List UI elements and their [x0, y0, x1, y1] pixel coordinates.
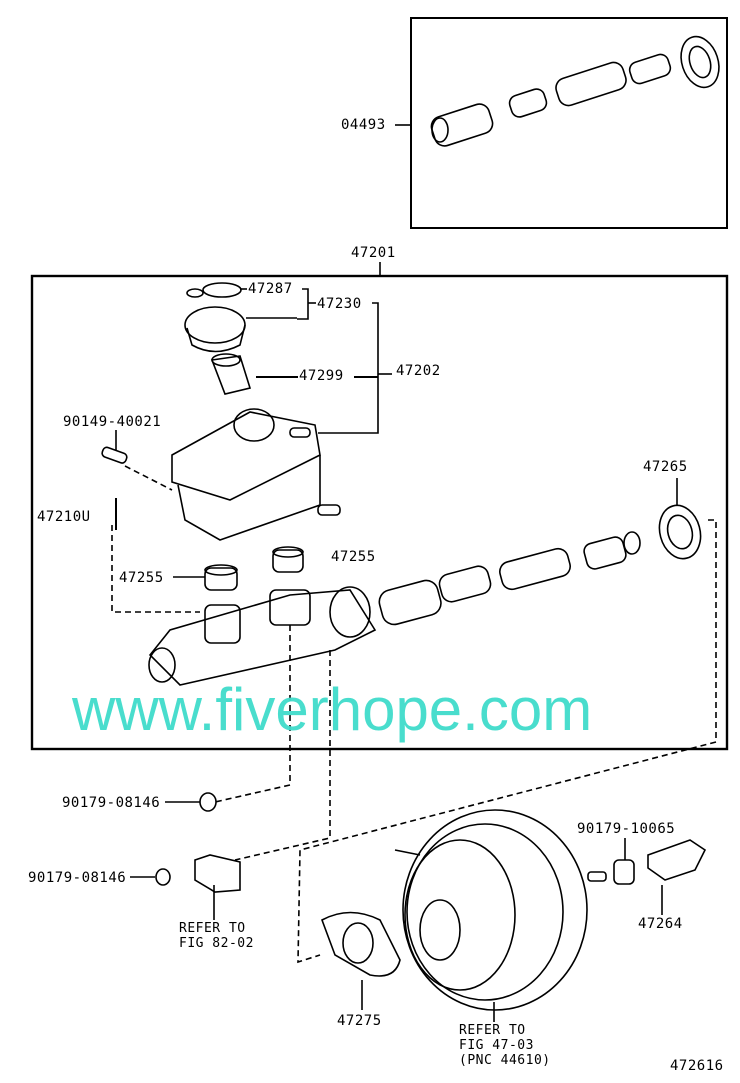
label-booster-nut[interactable]: 90179-10065 [577, 821, 676, 837]
label-gasket-cap[interactable]: 47287 [248, 281, 293, 297]
label-assembly[interactable]: 47201 [351, 245, 396, 261]
dashed-assembly-lines [111, 465, 717, 964]
label-cap-assy[interactable]: 47230 [317, 296, 362, 312]
assembly-box [30, 274, 729, 751]
label-grommet-b[interactable]: 47255 [331, 549, 376, 565]
label-bracket[interactable]: 47264 [638, 916, 683, 932]
label-pin[interactable]: 47210U [37, 509, 91, 525]
bracket-reference-line2: FIG 82-02 [179, 936, 254, 951]
label-cylinder-seal[interactable]: 47265 [643, 459, 688, 475]
leader-lines [115, 288, 678, 578]
kit-box [410, 17, 728, 229]
label-grommet-a[interactable]: 47255 [119, 570, 164, 586]
label-kit[interactable]: 04493 [341, 117, 386, 133]
booster-reference-line1: REFER TO [459, 1023, 526, 1038]
label-booster-gasket[interactable]: 47275 [337, 1013, 382, 1029]
booster-reference-line2: FIG 47-03 [459, 1038, 534, 1053]
label-screw[interactable]: 90149-40021 [63, 414, 162, 430]
label-nut-upper[interactable]: 90179-08146 [62, 795, 161, 811]
label-reservoir[interactable]: 47202 [396, 363, 441, 379]
booster-reference-line3: (PNC 44610) [459, 1053, 551, 1068]
label-strainer[interactable]: 47299 [299, 368, 344, 384]
label-nut-lower[interactable]: 90179-08146 [28, 870, 127, 886]
lower-leader-lines [130, 801, 663, 1022]
reservoir-illustration [101, 282, 341, 541]
booster-illustration [155, 792, 707, 1011]
master-cylinder-illustration [148, 504, 702, 686]
figure-number: 472616 [670, 1058, 724, 1074]
watermark: www.fiverhope.com [72, 676, 593, 743]
bracket-reference-line1: REFER TO [179, 921, 246, 936]
kit-parts-illustration [430, 35, 720, 147]
